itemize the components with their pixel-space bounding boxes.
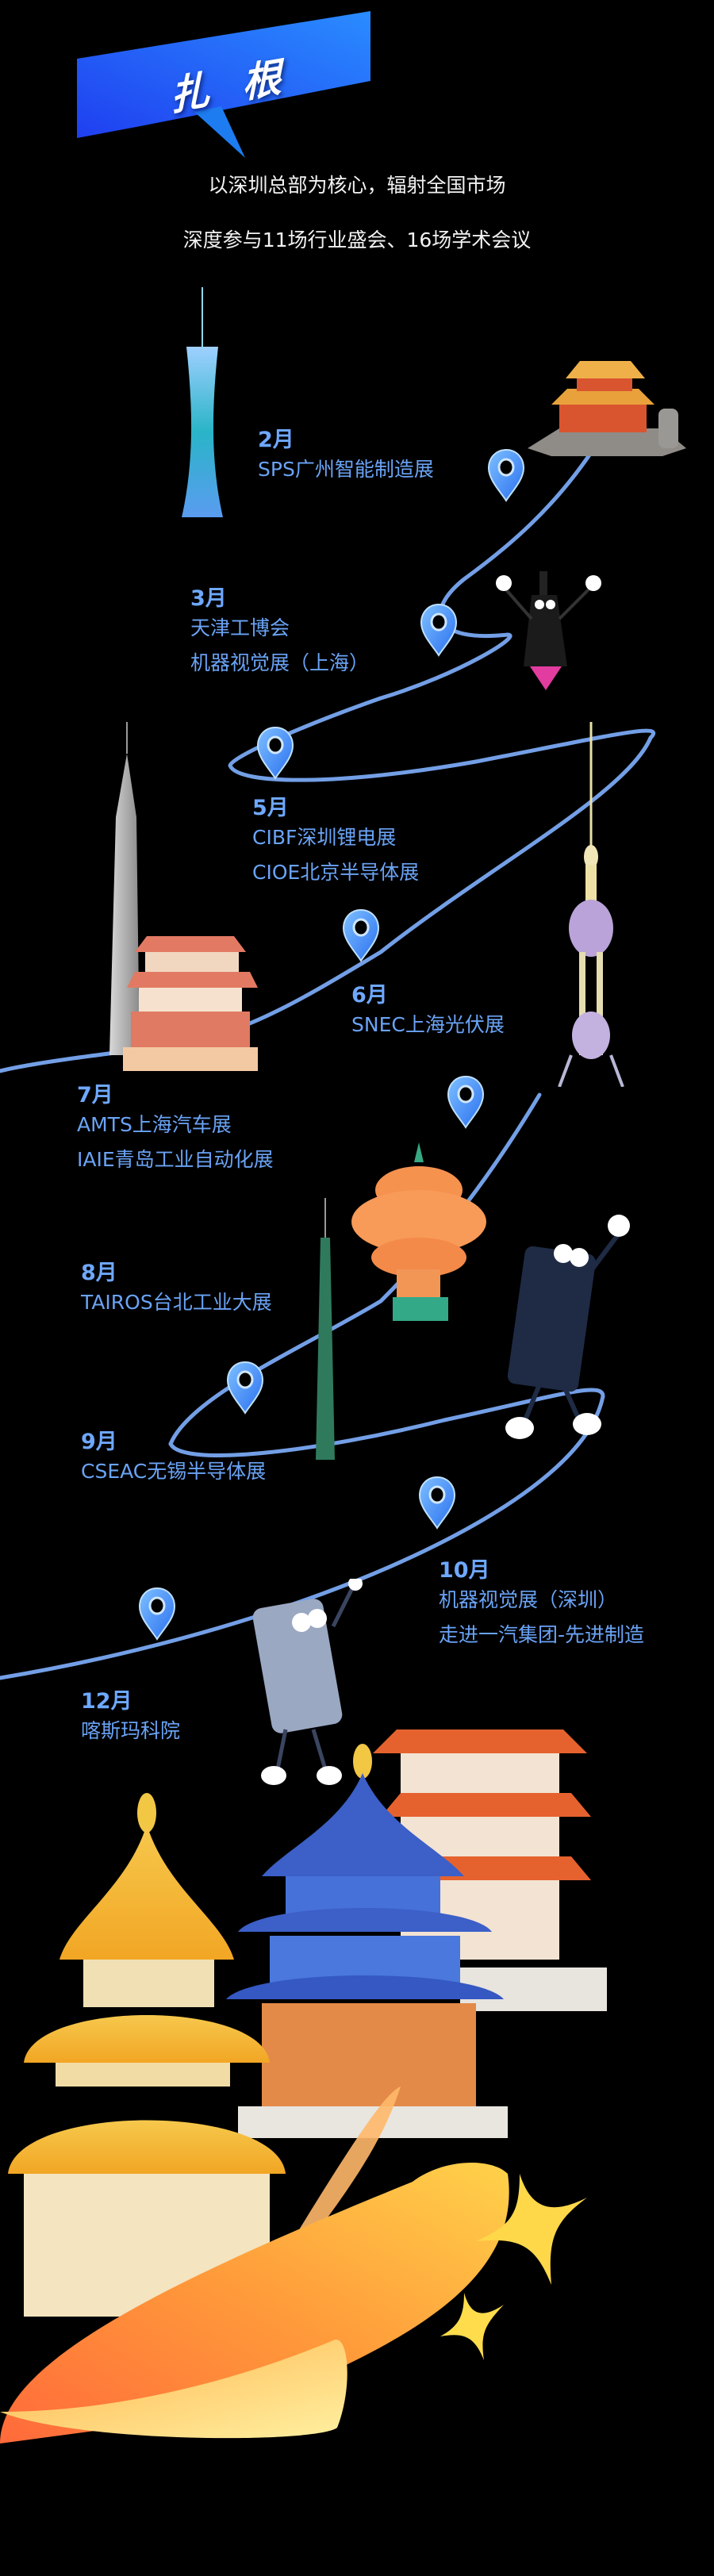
map-pin-icon [446,1075,486,1129]
event-label: TAIROS台北工业大展 [81,1291,272,1314]
guangzhou-tower-image [178,287,226,517]
timeline-entry-oct: 10月 机器视觉展（深圳） 走进一汽集团-先进制造 [439,1559,644,1653]
event-label: CSEAC无锡半导体展 [81,1460,267,1483]
timeline-entry-mar: 3月 天津工博会 机器视觉展（上海） [190,587,369,681]
temple-on-rock-image [528,353,686,456]
month-label: 3月 [190,586,227,611]
month-label: 2月 [258,428,294,452]
event-label: 喀斯玛科院 [81,1719,181,1742]
taipei-101-image [309,1198,341,1460]
map-pin-icon [417,1476,457,1530]
navy-mascot-image [492,1210,635,1440]
month-label: 6月 [351,983,388,1008]
map-pin-icon [255,726,295,780]
month-label: 5月 [252,796,289,820]
gray-mascot-image [238,1576,365,1785]
event-label: 机器视觉展（深圳） [439,1588,618,1611]
month-label: 12月 [81,1689,132,1714]
timeline-entry-jun: 6月 SNEC上海光伏展 [351,984,505,1042]
subtitle-line-2: 深度参与11场行业盛会、16场学术会议 [182,228,532,251]
event-label: IAIE青岛工业自动化展 [77,1148,274,1171]
oriental-pearl-tower-image [555,722,627,1088]
timeline-entry-dec: 12月 喀斯玛科院 [81,1690,180,1749]
month-label: 10月 [439,1558,490,1583]
event-label: 机器视觉展（上海） [190,651,370,674]
timeline-entry-feb: 2月 SPS广州智能制造展 [258,428,434,487]
qingdao-sculpture-image [349,1142,488,1321]
event-label: CIOE北京半导体展 [252,861,420,884]
title-banner: 扎根 [75,11,377,170]
event-label: CIBF深圳锂电展 [252,826,397,849]
tiananmen-gate-image [115,920,266,1071]
event-label: 走进一汽集团-先进制造 [439,1623,645,1646]
map-pin-icon [341,908,381,962]
month-label: 9月 [81,1430,117,1454]
month-label: 8月 [81,1261,117,1285]
bottom-temples-illustration [0,1729,714,2444]
timeline-entry-sep: 9月 CSEAC无锡半导体展 [81,1430,266,1489]
event-label: 天津工博会 [190,616,290,639]
map-pin-icon [419,603,459,657]
month-label: 7月 [77,1083,113,1108]
map-pin-icon [225,1361,265,1415]
speech-ribbon-shape [77,11,370,158]
timeline-entry-jul: 7月 AMTS上海汽车展 IAIE青岛工业自动化展 [77,1084,274,1177]
black-mascot-image [492,563,611,690]
timeline-entry-aug: 8月 TAIROS台北工业大展 [81,1261,272,1320]
timeline-entry-may: 5月 CIBF深圳锂电展 CIOE北京半导体展 [252,797,419,890]
map-pin-icon [137,1587,177,1641]
event-label: SNEC上海光伏展 [351,1013,505,1036]
skyscraper-image [103,722,143,1055]
sparkle-star-icon [440,2293,504,2360]
event-label: AMTS上海汽车展 [77,1113,232,1136]
sparkle-star-icon [476,2174,587,2285]
subtitle-line-1: 以深圳总部为核心，辐射全国市场 [208,174,506,197]
event-label: SPS广州智能制造展 [258,458,434,481]
map-pin-icon [486,448,526,502]
